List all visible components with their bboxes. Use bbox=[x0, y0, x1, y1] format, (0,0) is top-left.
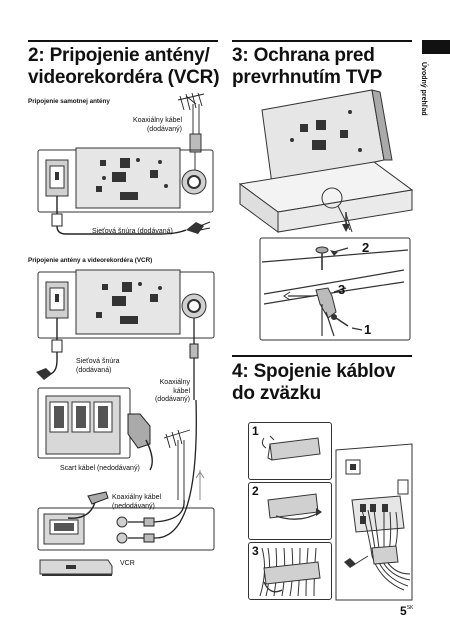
section4-title-rule bbox=[232, 355, 412, 357]
section3-title-rule bbox=[232, 40, 412, 42]
section2-coax2-label: Koaxiálny kábel (nedodávaný) bbox=[112, 494, 162, 510]
left-title-line2: videorekordéra (VCR) bbox=[28, 67, 220, 88]
section3-title-line1: 3: Ochrana pred bbox=[232, 45, 375, 66]
section4-title-line2: do zväzku bbox=[232, 383, 321, 404]
cable-step-2-label: 2 bbox=[252, 484, 259, 498]
section3-title-line2: prevrhnutím TVP bbox=[232, 67, 383, 88]
section2-mains-label: Sieťová šnúra (dodávaná) bbox=[76, 358, 120, 374]
section2-scart-label: Scart kábel (nedodávaný) bbox=[60, 465, 140, 472]
cable-step-3-label: 3 bbox=[252, 544, 259, 558]
left-title-line1: 2: Pripojenie antény/ bbox=[28, 45, 210, 66]
section1-heading: Pripojenie samotnej antény bbox=[28, 98, 110, 105]
cable-step-1-label: 1 bbox=[252, 424, 259, 438]
section1-coax-label: Koaxiálny kábel (dodávaný) bbox=[132, 117, 182, 133]
section2-heading: Pripojenie antény a videorekordéra (VCR) bbox=[28, 257, 153, 264]
page-number: 5SK bbox=[400, 604, 414, 618]
section2-coax-label: Koaxiálny kábel (dodávaný) bbox=[154, 379, 190, 403]
step-1-label: 1 bbox=[364, 322, 372, 337]
step-2-label: 2 bbox=[362, 240, 370, 255]
section1-mains-label: Sieťová šnúra (dodávaná) bbox=[92, 228, 173, 235]
section2-vcr-label: VCR bbox=[120, 560, 135, 567]
left-title-rule bbox=[28, 40, 218, 42]
section4-title-line1: 4: Spojenie káblov bbox=[232, 361, 396, 382]
step-3-label: 3 bbox=[338, 282, 346, 297]
side-tab-marker bbox=[422, 40, 450, 54]
